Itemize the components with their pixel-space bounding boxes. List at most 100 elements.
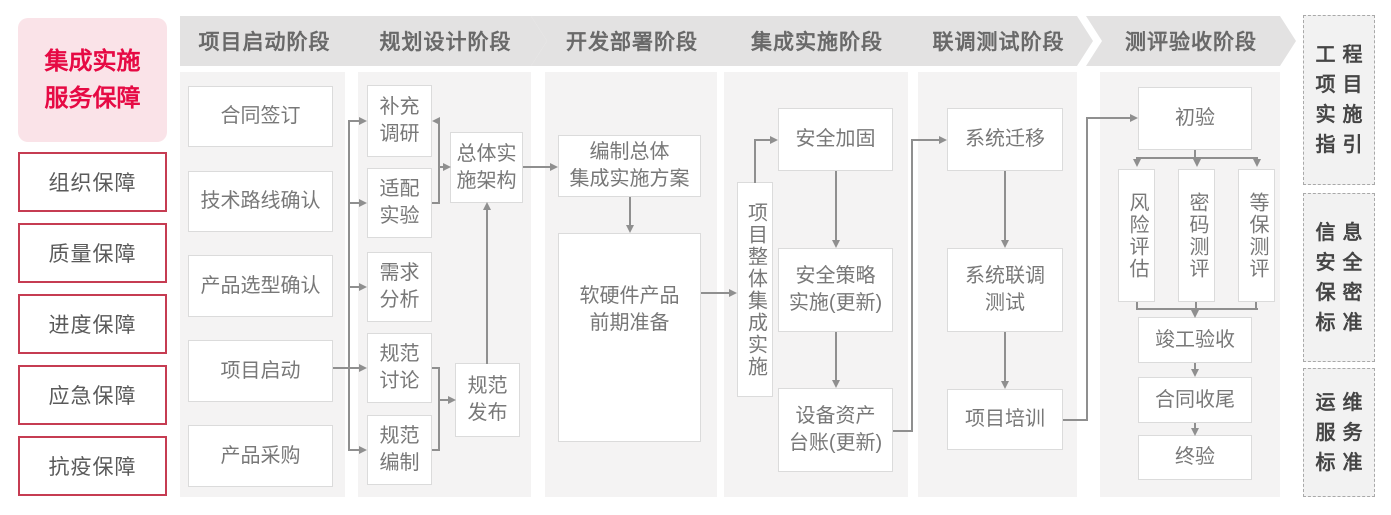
connector-line — [1194, 363, 1196, 371]
node-risk-assessment: 风险评估 — [1118, 169, 1155, 302]
node-requirement-analysis: 需求 分析 — [367, 252, 432, 322]
arrowhead-icon — [1133, 159, 1141, 167]
arrowhead-icon — [1191, 369, 1199, 377]
node-initial-acceptance: 初验 — [1138, 87, 1252, 150]
node-supplement-research: 补充 调研 — [367, 85, 432, 157]
connector-line — [1136, 308, 1258, 310]
connector-line — [438, 120, 440, 204]
standard-infosec-confidentiality: 信息 安全 保密 标准 — [1303, 193, 1375, 362]
connector-line — [1194, 150, 1196, 158]
node-joint-test: 系统联调 测试 — [947, 248, 1063, 332]
arrowhead-icon — [443, 163, 451, 171]
arrowhead-icon — [432, 117, 440, 125]
arrowhead-icon — [550, 163, 558, 171]
connector-line — [348, 286, 361, 288]
arrowhead-icon — [770, 136, 778, 144]
arrowhead-icon — [359, 364, 367, 372]
connector-line — [348, 202, 361, 204]
arrowhead-icon — [1001, 240, 1009, 248]
arrowhead-icon — [939, 136, 947, 144]
connector-line — [348, 120, 350, 451]
connector-line — [913, 139, 941, 141]
guard-item-organization: 组织保障 — [18, 152, 167, 212]
connector-line — [523, 166, 552, 168]
connector-line — [348, 449, 361, 451]
connector-line — [1004, 171, 1006, 242]
node-tech-route: 技术路线确认 — [188, 171, 333, 232]
node-product-preparation: 软硬件产品 前期准备 — [558, 233, 701, 442]
arrowhead-icon — [448, 396, 456, 404]
connector-line — [756, 139, 772, 141]
node-contract-closure: 合同收尾 — [1138, 377, 1252, 423]
connector-line — [1136, 157, 1258, 159]
arrowhead-icon — [359, 117, 367, 125]
node-asset-ledger: 设备资产 台账(更新) — [778, 388, 893, 472]
node-overall-integration: 项目整体集成实施 — [737, 182, 773, 397]
phase-header-joint-test: 联调测试阶段 — [904, 16, 1093, 66]
arrowhead-icon — [483, 202, 491, 210]
connector-line — [893, 430, 913, 432]
connector-line — [1195, 302, 1197, 309]
guard-item-quality: 质量保障 — [18, 223, 167, 283]
node-completion-acceptance: 竣工验收 — [1138, 317, 1252, 363]
node-contract-sign: 合同签订 — [188, 86, 333, 147]
connector-line — [432, 449, 440, 451]
connector-line — [835, 332, 837, 382]
connector-line — [1004, 332, 1006, 383]
standard-engineering-guide: 工程 项目 实施 指引 — [1303, 15, 1375, 185]
node-crypto-evaluation: 密码测评 — [1178, 169, 1215, 302]
connector-line — [1255, 302, 1257, 309]
node-product-select: 产品选型确认 — [188, 255, 333, 317]
arrowhead-icon — [832, 240, 840, 248]
phase-header-deployment: 开发部署阶段 — [531, 16, 733, 66]
phase-header-integration: 集成实施阶段 — [710, 16, 924, 66]
guard-item-schedule: 进度保障 — [18, 294, 167, 354]
arrowhead-icon — [1191, 310, 1199, 318]
guard-item-emergency: 应急保障 — [18, 365, 167, 425]
connector-line — [1194, 423, 1196, 430]
arrowhead-icon — [832, 380, 840, 388]
node-overall-plan: 编制总体 集成实施方案 — [558, 135, 701, 197]
phase-header-planning: 规划设计阶段 — [344, 16, 547, 66]
arrowhead-icon — [729, 289, 737, 297]
connector-line — [348, 367, 361, 369]
arrowhead-icon — [359, 199, 367, 207]
connector-line — [348, 120, 361, 122]
connector-line — [701, 292, 731, 294]
diagram-title: 集成实施 服务保障 — [18, 18, 167, 142]
connector-line — [1063, 419, 1087, 421]
node-adaptation-test: 适配 实验 — [367, 168, 432, 238]
node-classified-protection: 等保测评 — [1238, 169, 1275, 302]
connector-line — [1086, 117, 1088, 421]
connector-line — [486, 209, 488, 364]
node-spec-discussion: 规范 讨论 — [367, 333, 432, 403]
connector-line — [432, 202, 440, 204]
connector-line — [432, 367, 440, 369]
node-project-training: 项目培训 — [947, 389, 1063, 450]
arrowhead-icon — [1253, 159, 1261, 167]
connector-line — [333, 367, 349, 369]
connector-line — [835, 171, 837, 242]
node-security-policy: 安全策略 实施(更新) — [778, 248, 893, 332]
node-spec-drafting: 规范 编制 — [367, 415, 432, 485]
node-project-kickoff: 项目启动 — [188, 340, 333, 402]
connector-line — [440, 399, 449, 401]
guard-item-epidemic: 抗疫保障 — [18, 436, 167, 496]
arrowhead-icon — [359, 283, 367, 291]
connector-line — [911, 139, 913, 432]
connector-line — [629, 197, 631, 227]
node-final-acceptance: 终验 — [1138, 435, 1252, 480]
node-procurement: 产品采购 — [188, 425, 333, 487]
node-security-hardening: 安全加固 — [778, 108, 893, 171]
arrowhead-icon — [626, 225, 634, 233]
arrowhead-icon — [1193, 159, 1201, 167]
arrowhead-icon — [1130, 114, 1138, 122]
connector-line — [1088, 117, 1130, 119]
connector-line — [438, 367, 440, 451]
connector-line — [754, 139, 756, 183]
standard-ops-service: 运维 服务 标准 — [1303, 368, 1375, 497]
phase-header-acceptance: 测评验收阶段 — [1086, 16, 1296, 66]
node-overall-architecture: 总体实 施架构 — [450, 132, 523, 203]
arrowhead-icon — [1001, 381, 1009, 389]
